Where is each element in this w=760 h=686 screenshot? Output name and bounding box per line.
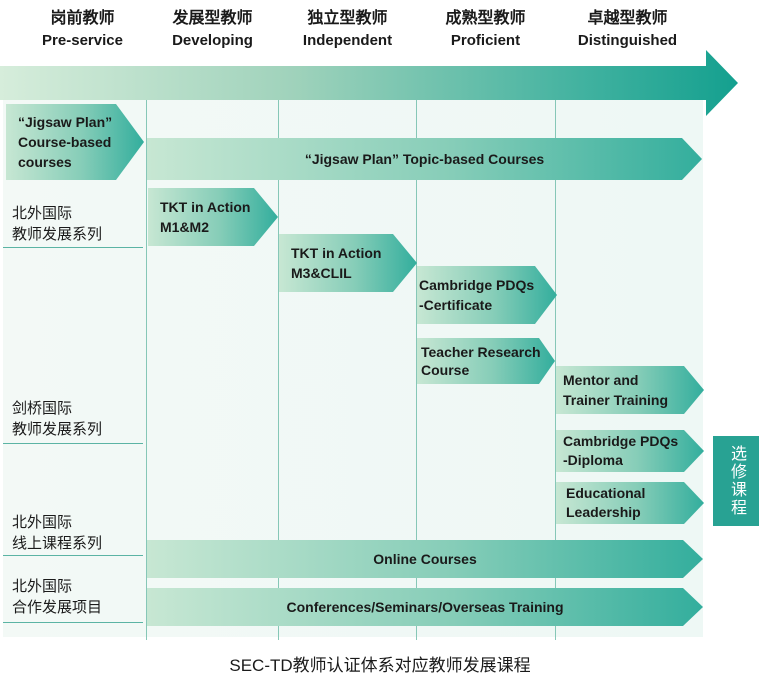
stage-en: Pre-service — [42, 32, 123, 49]
stage-zh: 成熟型教师 — [445, 10, 526, 27]
stage-zh: 岗前教师 — [50, 10, 115, 27]
column-divider — [416, 100, 417, 640]
row-separator — [3, 247, 143, 248]
pdq-diploma-arrow: Cambridge PDQs -Diploma — [556, 430, 704, 472]
arrow-label: “Jigsaw Plan” Topic-based Courses — [304, 151, 545, 167]
stage-pre-service: 岗前教师 Pre-service — [30, 8, 135, 52]
jigsaw-topic-based-arrow: “Jigsaw Plan” Topic-based Courses — [147, 138, 702, 180]
arrow-text-line: Mentor and — [563, 372, 639, 388]
educational-leadership-arrow: Educational Leadership — [556, 482, 704, 524]
arrow-text-line: Course — [421, 362, 470, 378]
arrow-text-line: -Diploma — [563, 452, 623, 468]
row-label-line: 线上课程系列 — [12, 535, 103, 552]
row-label-line: 北外国际 — [12, 514, 73, 531]
mentor-trainer-arrow: Mentor and Trainer Training — [556, 366, 704, 414]
arrow-label: Online Courses — [373, 551, 477, 567]
row-label-coop: 北外国际 合作发展项目 — [12, 576, 102, 618]
row-label-line: 教师发展系列 — [12, 421, 103, 438]
elective-courses-box: 选修课程 — [713, 436, 759, 526]
row-label-cambridge: 剑桥国际 教师发展系列 — [12, 398, 102, 440]
column-divider — [555, 100, 556, 640]
stage-distinguished: 卓越型教师 Distinguished — [565, 8, 690, 52]
elective-label: 选修课程 — [728, 445, 745, 517]
row-label-bfsu-dev: 北外国际 教师发展系列 — [12, 203, 102, 245]
row-label-line: 北外国际 — [12, 578, 73, 595]
stage-en: Proficient — [450, 32, 521, 49]
arrow-text-line: Teacher Research — [421, 344, 541, 360]
arrow-text-line: M3&CLIL — [291, 265, 352, 281]
pdq-certificate-arrow: Cambridge PDQs -Certificate — [417, 266, 557, 324]
stage-en: Independent — [302, 32, 393, 49]
row-label-line: 北外国际 — [12, 205, 73, 222]
row-separator — [3, 622, 143, 623]
arrow-text-line: “Jigsaw Plan” — [18, 114, 113, 130]
tkt-m1-m2-arrow: TKT in Action M1&M2 — [148, 188, 278, 246]
row-separator — [3, 443, 143, 444]
arrow-text-line: Leadership — [566, 504, 641, 520]
jigsaw-course-based-arrow: “Jigsaw Plan” Course-based courses — [6, 104, 144, 180]
row-label-line: 合作发展项目 — [12, 599, 103, 616]
stage-zh: 发展型教师 — [172, 10, 253, 27]
teacher-research-arrow: Teacher Research Course — [417, 338, 555, 384]
conferences-arrow: Conferences/Seminars/Overseas Training — [147, 588, 703, 626]
column-divider — [146, 100, 147, 640]
arrow-text-line: M1&M2 — [160, 219, 210, 235]
row-label-line: 教师发展系列 — [12, 226, 103, 243]
stage-developing: 发展型教师 Developing — [155, 8, 270, 52]
arrow-text-line: Educational — [566, 485, 646, 501]
stage-zh: 卓越型教师 — [587, 10, 668, 27]
stage-en: Developing — [172, 32, 253, 49]
arrow-text-line: TKT in Action — [291, 245, 382, 261]
arrow-text-line: TKT in Action — [160, 199, 251, 215]
arrow-text-line: Cambridge PDQs — [419, 277, 535, 293]
row-label-online: 北外国际 线上课程系列 — [12, 512, 102, 554]
online-courses-arrow: Online Courses — [147, 540, 703, 578]
stage-independent: 独立型教师 Independent — [290, 8, 405, 52]
arrow-label: Conferences/Seminars/Overseas Training — [286, 599, 564, 615]
arrow-text-line: -Certificate — [419, 297, 493, 313]
arrow-text-line: Course-based — [18, 134, 112, 150]
row-label-line: 剑桥国际 — [12, 400, 73, 417]
tkt-m3-clil-arrow: TKT in Action M3&CLIL — [279, 234, 417, 292]
stage-zh: 独立型教师 — [307, 10, 388, 27]
row-separator — [3, 555, 143, 556]
stage-en: Distinguished — [577, 32, 678, 49]
stage-proficient: 成熟型教师 Proficient — [428, 8, 543, 52]
arrow-text-line: Cambridge PDQs — [563, 433, 679, 449]
figure-caption: SEC-TD教师认证体系对应教师发展课程 — [229, 656, 531, 675]
column-divider — [278, 100, 279, 640]
arrow-text-line: Trainer Training — [563, 392, 669, 408]
arrow-text-line: courses — [18, 154, 72, 170]
